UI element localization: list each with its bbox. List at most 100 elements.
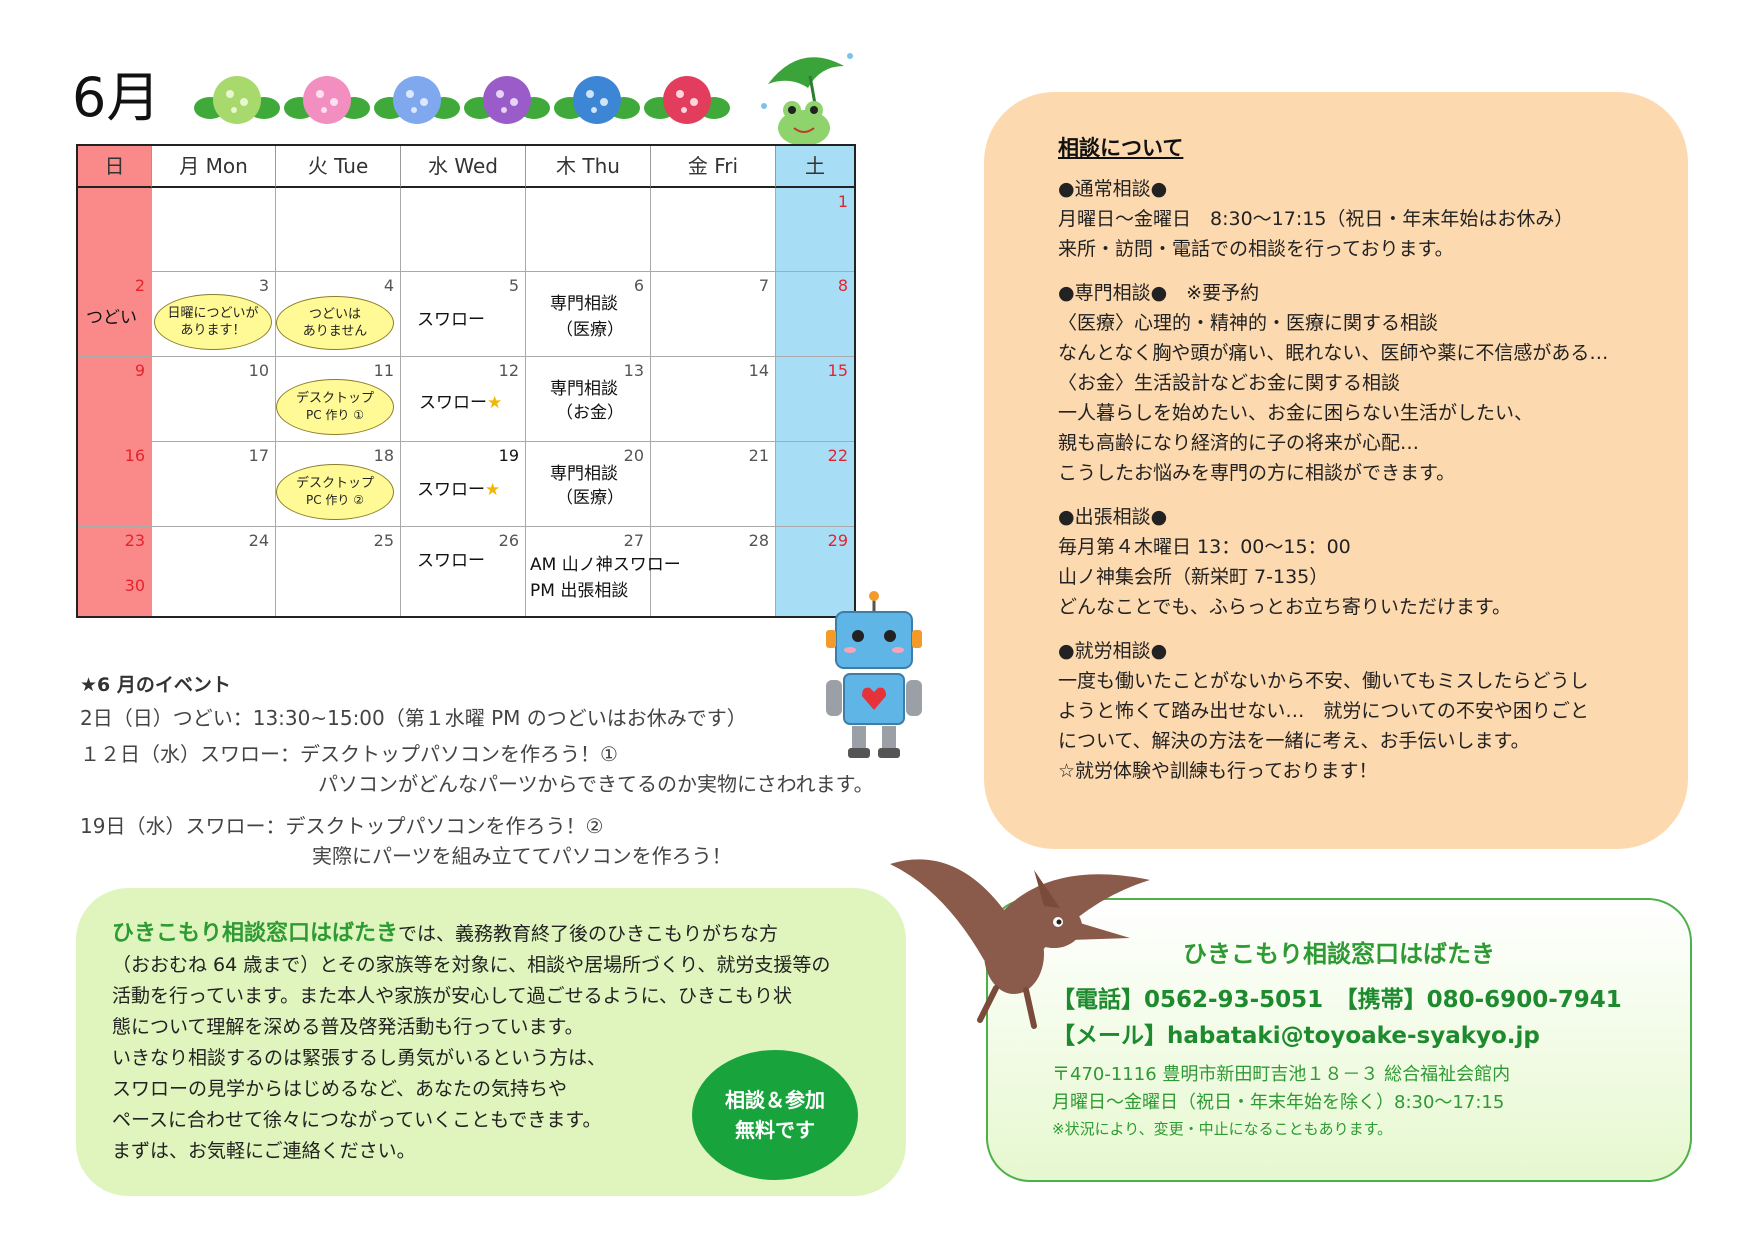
day-number: 15 bbox=[827, 361, 848, 380]
day-cell-16: 16 bbox=[78, 442, 152, 527]
june-calendar: 日 月 Mon 火 Tue 水 Wed 木 Thu 金 Fri 土 1 2 つど… bbox=[76, 144, 856, 618]
hydrangea-pink-icon bbox=[284, 72, 370, 128]
bubble-line: 日曜につどいが bbox=[167, 306, 259, 321]
bubble-line: あります！ bbox=[180, 323, 246, 338]
section-heading: ●就労相談● bbox=[1058, 640, 1168, 662]
section-line: 〈お金〉生活設計などお金に関する相談 bbox=[1058, 372, 1401, 394]
day-cell-1: 1 bbox=[776, 188, 854, 272]
contact-box: ひきこもり相談窓口はばたき 【電話】0562-93-5051 【携帯】080-6… bbox=[986, 898, 1692, 1182]
day-number: 24 bbox=[248, 531, 269, 550]
section-line: ☆就労体験や訓練も行っております！ bbox=[1058, 760, 1378, 782]
saturday-column-bg bbox=[776, 146, 854, 616]
intro-line: （おおむね 64 歳まで）とその家族等を対象に、相談や居場所づくり、就労支援等の bbox=[112, 954, 831, 976]
contact-name: ひきこもり相談窓口はばたき bbox=[1183, 940, 1495, 968]
day-number: 7 bbox=[758, 276, 769, 295]
swallow-label: スワロー★ bbox=[417, 478, 500, 502]
day-cell-23: 23 bbox=[78, 527, 152, 572]
day-cell-17: 17 bbox=[152, 442, 276, 527]
intro-text: ひきこもり相談窓口はばたきでは、義務教育終了後のひきこもりがちな方 （おおむね … bbox=[112, 918, 892, 1167]
bubble-line: デスクトップ bbox=[295, 476, 374, 491]
day-number: 29 bbox=[827, 531, 848, 550]
header-saturday: 土 bbox=[776, 146, 854, 188]
day-number: 26 bbox=[498, 531, 519, 550]
outreach-consult-section: ●出張相談● 毎月第４木曜日 13：00～15：00 山ノ神集会所（新栄町 7-… bbox=[1058, 502, 1678, 622]
contact-hours: 月曜日～金曜日（祝日・年末年始を除く）8:30～17:15 bbox=[1052, 1092, 1505, 1113]
events-title: ★6 月のイベント bbox=[80, 674, 231, 696]
day-number: 30 bbox=[124, 576, 145, 595]
badge-line: 無料です bbox=[735, 1118, 815, 1142]
section-heading: ●通常相談● bbox=[1058, 178, 1168, 200]
consult-body: ●通常相談● 月曜日～金曜日 8:30～17:15（祝日・年末年始はお休み） 来… bbox=[1058, 174, 1678, 800]
day-number: 18 bbox=[373, 446, 394, 465]
section-line: どんなことでも、ふらっとお立ち寄りいただけます。 bbox=[1058, 596, 1511, 618]
day-cell-18: 18 デスクトップ PC 作り ② bbox=[276, 442, 401, 527]
day-cell-11: 11 デスクトップ PC 作り ① bbox=[276, 357, 401, 442]
section-line: 毎月第４木曜日 13：00～15：00 bbox=[1058, 536, 1351, 558]
consult-label: 専門相談 bbox=[550, 379, 618, 399]
day-number: 4 bbox=[383, 276, 394, 295]
event-line: １２日（水）スワロー：デスクトップパソコンを作ろう！① bbox=[80, 742, 618, 766]
section-line: 〈医療〉心理的・精神的・医療に関する相談 bbox=[1058, 312, 1439, 334]
day-cell-12: 12 スワロー★ bbox=[401, 357, 526, 442]
tsudoi-label: つどい bbox=[86, 308, 137, 328]
employment-consult-section: ●就労相談● 一度も働いたことがないから不安、働いてもミスしたらどうし ようと怖… bbox=[1058, 636, 1678, 786]
day-number: 17 bbox=[248, 446, 269, 465]
day-cell-27: 27 AM 山ノ神スワロー PM 出張相談 bbox=[526, 527, 681, 616]
hydrangea-red-icon bbox=[644, 72, 730, 128]
header-monday: 月 Mon bbox=[152, 146, 276, 188]
day-cell-6: 6 専門相談 （医療） bbox=[526, 272, 651, 357]
speech-bubble: デスクトップ PC 作り ② bbox=[276, 464, 394, 520]
day-cell-14: 14 bbox=[651, 357, 776, 442]
day-cell-empty bbox=[526, 188, 651, 272]
intro-line: では、義務教育終了後のひきこもりがちな方 bbox=[398, 923, 779, 945]
section-line: 月曜日～金曜日 8:30～17:15（祝日・年末年始はお休み） bbox=[1058, 208, 1574, 230]
intro-line: まずは、お気軽にご連絡ください。 bbox=[112, 1140, 416, 1162]
day-number: 12 bbox=[498, 361, 519, 380]
day-number: 27 bbox=[623, 531, 644, 550]
swallow-text: スワロー bbox=[419, 393, 487, 413]
day-cell-29: 29 bbox=[776, 527, 854, 616]
day-cell-10: 10 bbox=[152, 357, 276, 442]
contact-phone[interactable]: 【電話】0562-93-5051 【携帯】080-6900-7941 bbox=[1052, 987, 1622, 1013]
day-cell-21: 21 bbox=[651, 442, 776, 527]
day-number: 23 bbox=[124, 531, 145, 550]
consult-title: 相談について bbox=[1058, 136, 1184, 160]
june-events: ★6 月のイベント 2日（日）つどい：13:30~15:00（第１水曜 PM の… bbox=[80, 670, 940, 871]
day-number: 19 bbox=[498, 446, 519, 465]
day-cell-2: 2 つどい bbox=[78, 272, 152, 357]
swallow-label: スワロー bbox=[417, 310, 485, 330]
event-line: 19日（水）スワロー：デスクトップパソコンを作ろう！② bbox=[80, 814, 604, 838]
event-line: 2日（日）つどい：13:30~15:00（第１水曜 PM のつどいはお休みです） bbox=[80, 706, 747, 730]
header-friday: 金 Fri bbox=[651, 146, 776, 188]
section-line: ようと怖くて踏み出せない… 就労についての不安や困りごと bbox=[1058, 700, 1589, 722]
speech-bubble: デスクトップ PC 作り ① bbox=[276, 379, 394, 435]
day-cell-13: 13 専門相談 （お金） bbox=[526, 357, 651, 442]
swallow-label: スワロー★ bbox=[419, 391, 502, 415]
day-cell-5: 5 スワロー bbox=[401, 272, 526, 357]
day-cell-20: 20 専門相談 （医療） bbox=[526, 442, 651, 527]
section-line: 来所・訪問・電話での相談を行っております。 bbox=[1058, 238, 1454, 260]
day-cell-7: 7 bbox=[651, 272, 776, 357]
pteranodon-icon bbox=[884, 850, 1154, 1036]
consultation-info-box: 相談について ●通常相談● 月曜日～金曜日 8:30～17:15（祝日・年末年始… bbox=[984, 92, 1688, 849]
section-heading: ●出張相談● bbox=[1058, 506, 1168, 528]
day-number: 8 bbox=[837, 276, 848, 295]
speech-bubble: つどいは ありません bbox=[276, 296, 394, 350]
swallow-text: スワロー bbox=[417, 480, 485, 500]
hydrangea-purple-icon bbox=[464, 72, 550, 128]
section-line: 山ノ神集会所（新栄町 7-135） bbox=[1058, 566, 1329, 588]
day-cell-30: 30 bbox=[78, 572, 152, 616]
contact-email[interactable]: 【メール】habataki@toyoake-syakyo.jp bbox=[1052, 1023, 1540, 1049]
am-event-label: AM 山ノ神スワロー bbox=[530, 555, 681, 575]
star-icon: ★ bbox=[485, 480, 501, 500]
consult-type-label: （医療） bbox=[556, 320, 624, 340]
day-cell-empty bbox=[651, 188, 776, 272]
brand-name: ひきこもり相談窓口はばたき bbox=[112, 921, 399, 946]
header-tuesday: 火 Tue bbox=[276, 146, 401, 188]
intro-box: ひきこもり相談窓口はばたきでは、義務教育終了後のひきこもりがちな方 （おおむね … bbox=[76, 888, 906, 1196]
bubble-line: つどいは bbox=[308, 307, 361, 322]
section-line: について、解決の方法を一緒に考え、お手伝いします。 bbox=[1058, 730, 1530, 752]
day-cell-9: 9 bbox=[78, 357, 152, 442]
free-badge: 相談＆参加 無料です bbox=[692, 1050, 858, 1180]
event-line: パソコンがどんなパーツからできてるのか実物にさわれます。 bbox=[318, 772, 874, 796]
